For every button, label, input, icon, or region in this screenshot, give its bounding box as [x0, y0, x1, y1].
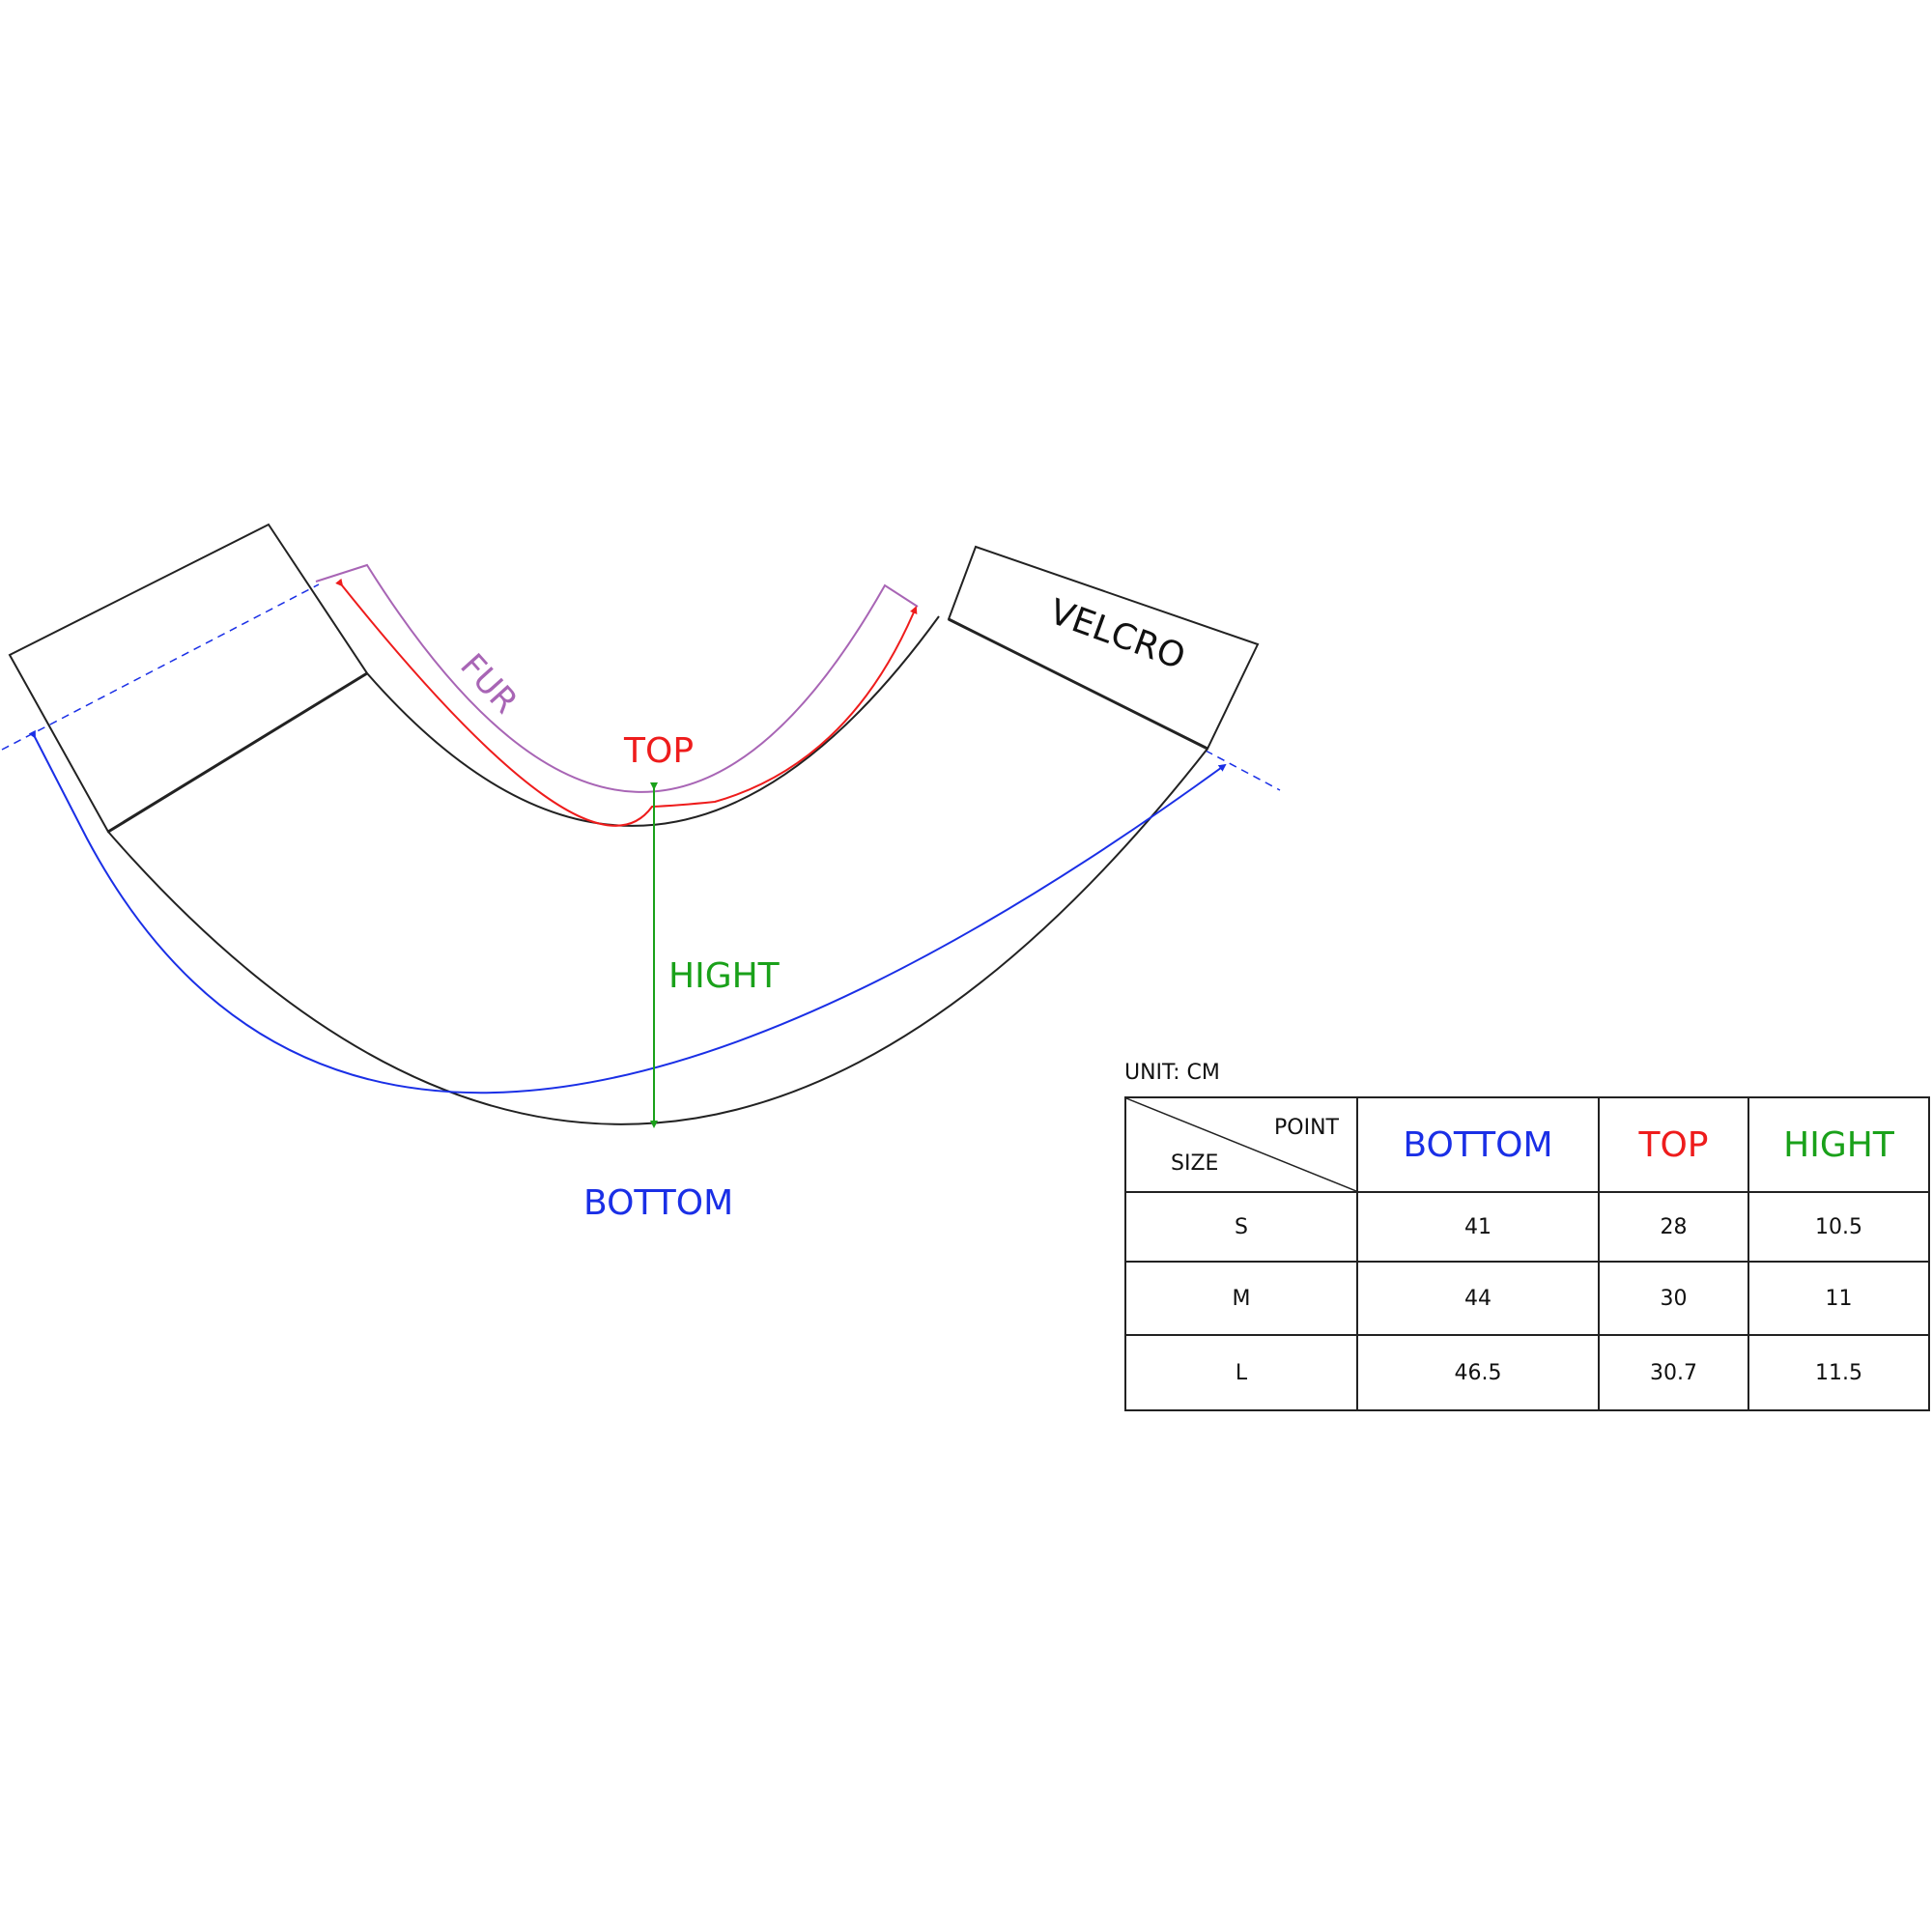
bottom-label: BOTTOM [583, 1183, 733, 1223]
hight-label: HIGHT [668, 956, 781, 996]
table-corner-cell: POINT SIZE [1124, 1096, 1358, 1193]
hight-cell: 10.5 [1747, 1191, 1930, 1263]
top-cell: 30.7 [1598, 1334, 1749, 1411]
top-label: TOP [623, 731, 694, 771]
fur-outline [315, 563, 919, 793]
corner-size-label: SIZE [1171, 1151, 1219, 1176]
unit-label: UNIT: CM [1124, 1061, 1220, 1085]
bottom-cell: 44 [1356, 1261, 1600, 1336]
size-cell: M [1124, 1261, 1358, 1336]
top-measure-arrow [335, 578, 918, 827]
corner-diagonal [1126, 1098, 1356, 1191]
fur-label: FUR [452, 646, 525, 721]
bottom-cell: 46.5 [1356, 1334, 1600, 1411]
size-chart-table: POINT SIZE BOTTOM TOP HIGHT S 41 28 10.5… [1124, 1096, 1930, 1411]
left-tab-seam [107, 671, 368, 834]
size-cell: S [1124, 1191, 1358, 1263]
collar-outer-edge [107, 748, 1208, 1125]
table-row: M 44 30 11 [1124, 1261, 1930, 1336]
table-row: L 46.5 30.7 11.5 [1124, 1334, 1930, 1411]
hight-cell: 11.5 [1747, 1334, 1930, 1411]
table-row: S 41 28 10.5 [1124, 1191, 1930, 1263]
header-hight: HIGHT [1747, 1096, 1930, 1193]
bottom-cell: 41 [1356, 1191, 1600, 1263]
header-bottom: BOTTOM [1356, 1096, 1600, 1193]
top-cell: 30 [1598, 1261, 1749, 1336]
top-cell: 28 [1598, 1191, 1749, 1263]
left-velcro-tab [8, 523, 369, 834]
velcro-label: VELCRO [1044, 592, 1190, 677]
table-header-row: POINT SIZE BOTTOM TOP HIGHT [1124, 1096, 1930, 1193]
hight-cell: 11 [1747, 1261, 1930, 1336]
fold-guide-left [1, 583, 320, 751]
bottom-measure-arrow [28, 729, 1227, 1094]
size-cell: L [1124, 1334, 1358, 1411]
header-top: TOP [1598, 1096, 1749, 1193]
corner-point-label: POINT [1274, 1116, 1339, 1140]
right-tab-seam [948, 617, 1208, 751]
